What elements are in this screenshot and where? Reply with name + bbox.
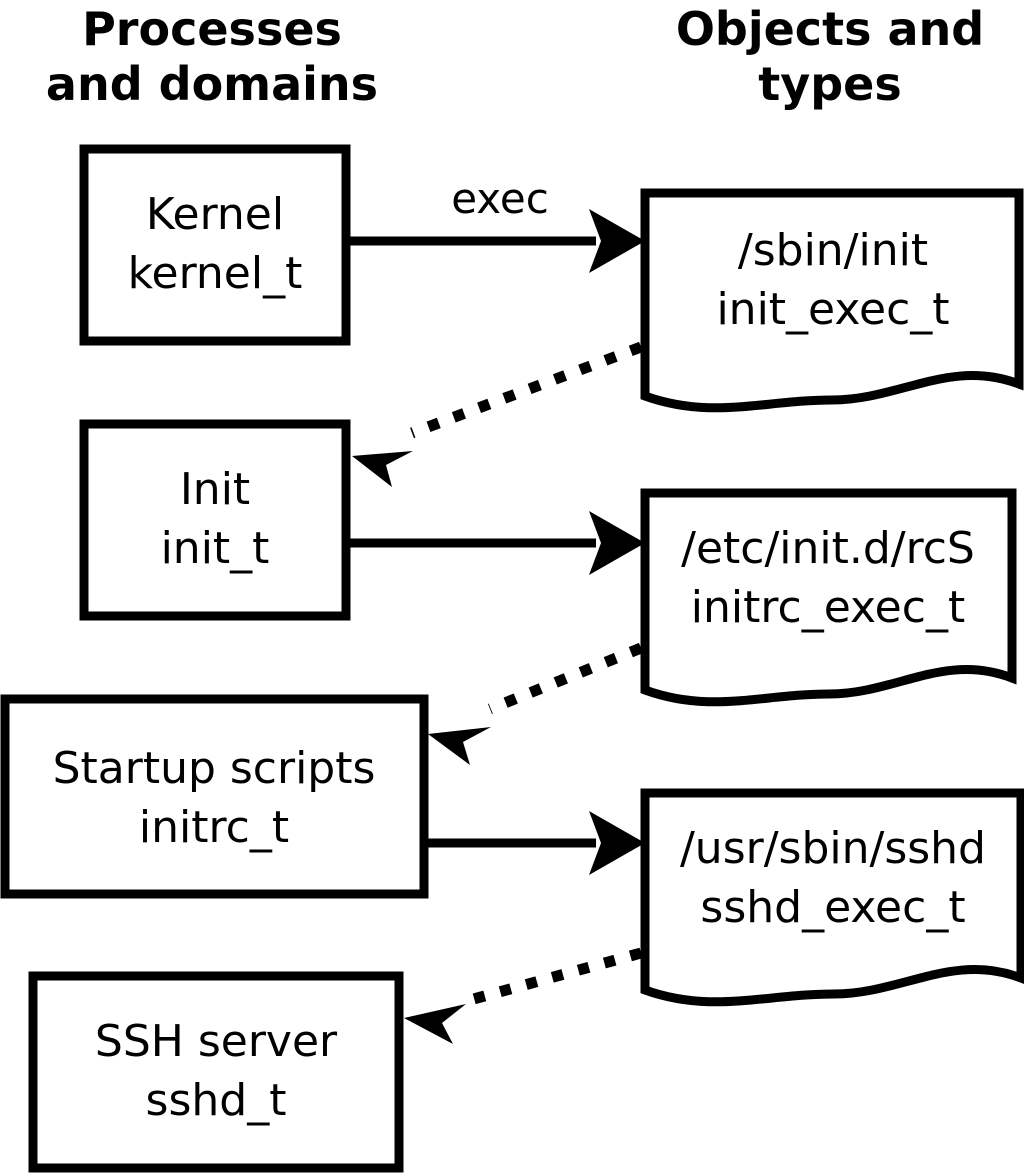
process-node-sshd-name: SSH server xyxy=(95,1016,338,1067)
process-node-kernel[interactable]: Kernel kernel_t xyxy=(79,144,351,346)
object-node-sshd-exec-path: /usr/sbin/sshd xyxy=(680,823,986,874)
object-node-initrc-exec-path: /etc/init.d/rcS xyxy=(681,523,975,574)
edge-label-exec: exec xyxy=(451,174,549,223)
edge-init-exec-to-init xyxy=(352,341,643,487)
process-node-init-type: init_t xyxy=(161,523,270,574)
process-node-kernel-type: kernel_t xyxy=(128,248,303,299)
process-node-init-name: Init xyxy=(180,464,250,515)
edge-init-to-initrc-exec xyxy=(346,511,645,575)
object-node-sshd-exec-shape[interactable] xyxy=(640,788,1024,1007)
edge-sshd-exec-to-sshd-arrowhead xyxy=(404,1004,466,1044)
object-node-sshd-exec-type: sshd_exec_t xyxy=(700,882,965,933)
object-node-init-exec-shape[interactable] xyxy=(640,188,1024,413)
edge-init-exec-to-init-arrowhead xyxy=(352,451,413,487)
edge-init-exec-to-init-line xyxy=(410,341,643,439)
column-header-processes-line1: Processes xyxy=(82,2,342,56)
process-node-init[interactable]: Init init_t xyxy=(79,419,351,621)
process-node-init-box[interactable] xyxy=(79,419,351,621)
edge-init-to-initrc-exec-arrowhead xyxy=(589,511,645,575)
process-node-sshd-box[interactable] xyxy=(28,971,404,1173)
edge-initrc-exec-to-initrc xyxy=(428,642,644,765)
column-header-objects-line2: types xyxy=(758,57,901,111)
object-node-initrc-exec[interactable]: /etc/init.d/rcS initrc_exec_t xyxy=(640,488,1017,707)
edge-sshd-exec-to-sshd xyxy=(404,947,643,1044)
edge-initrc-to-sshd-exec xyxy=(424,811,645,875)
object-node-init-exec-type: init_exec_t xyxy=(716,284,949,335)
process-node-kernel-box[interactable] xyxy=(79,144,351,346)
edge-initrc-exec-to-initrc-line xyxy=(487,642,644,715)
column-header-objects-line1: Objects and xyxy=(676,2,984,56)
object-node-sshd-exec[interactable]: /usr/sbin/sshd sshd_exec_t xyxy=(640,788,1024,1007)
column-header-processes: Processes and domains xyxy=(46,2,378,111)
process-node-initrc[interactable]: Startup scripts initrc_t xyxy=(0,694,429,899)
column-header-objects: Objects and types xyxy=(676,2,984,111)
object-node-initrc-exec-shape[interactable] xyxy=(640,488,1017,707)
process-node-initrc-type: initrc_t xyxy=(139,802,289,853)
edge-kernel-to-init-exec: exec xyxy=(346,174,645,273)
process-node-initrc-name: Startup scripts xyxy=(53,743,376,794)
object-node-init-exec[interactable]: /sbin/init init_exec_t xyxy=(640,188,1024,413)
object-node-initrc-exec-type: initrc_exec_t xyxy=(691,582,965,633)
object-node-init-exec-path: /sbin/init xyxy=(738,225,928,276)
process-node-kernel-name: Kernel xyxy=(146,189,284,240)
edge-initrc-to-sshd-exec-arrowhead xyxy=(589,811,645,875)
edge-initrc-exec-to-initrc-arrowhead xyxy=(428,727,491,765)
process-node-sshd-type: sshd_t xyxy=(146,1075,287,1126)
edge-kernel-to-init-exec-arrowhead xyxy=(589,209,645,273)
column-header-processes-line2: and domains xyxy=(46,57,378,111)
process-node-sshd[interactable]: SSH server sshd_t xyxy=(28,971,404,1173)
edge-sshd-exec-to-sshd-line xyxy=(468,947,643,1006)
process-node-initrc-box[interactable] xyxy=(0,694,429,899)
